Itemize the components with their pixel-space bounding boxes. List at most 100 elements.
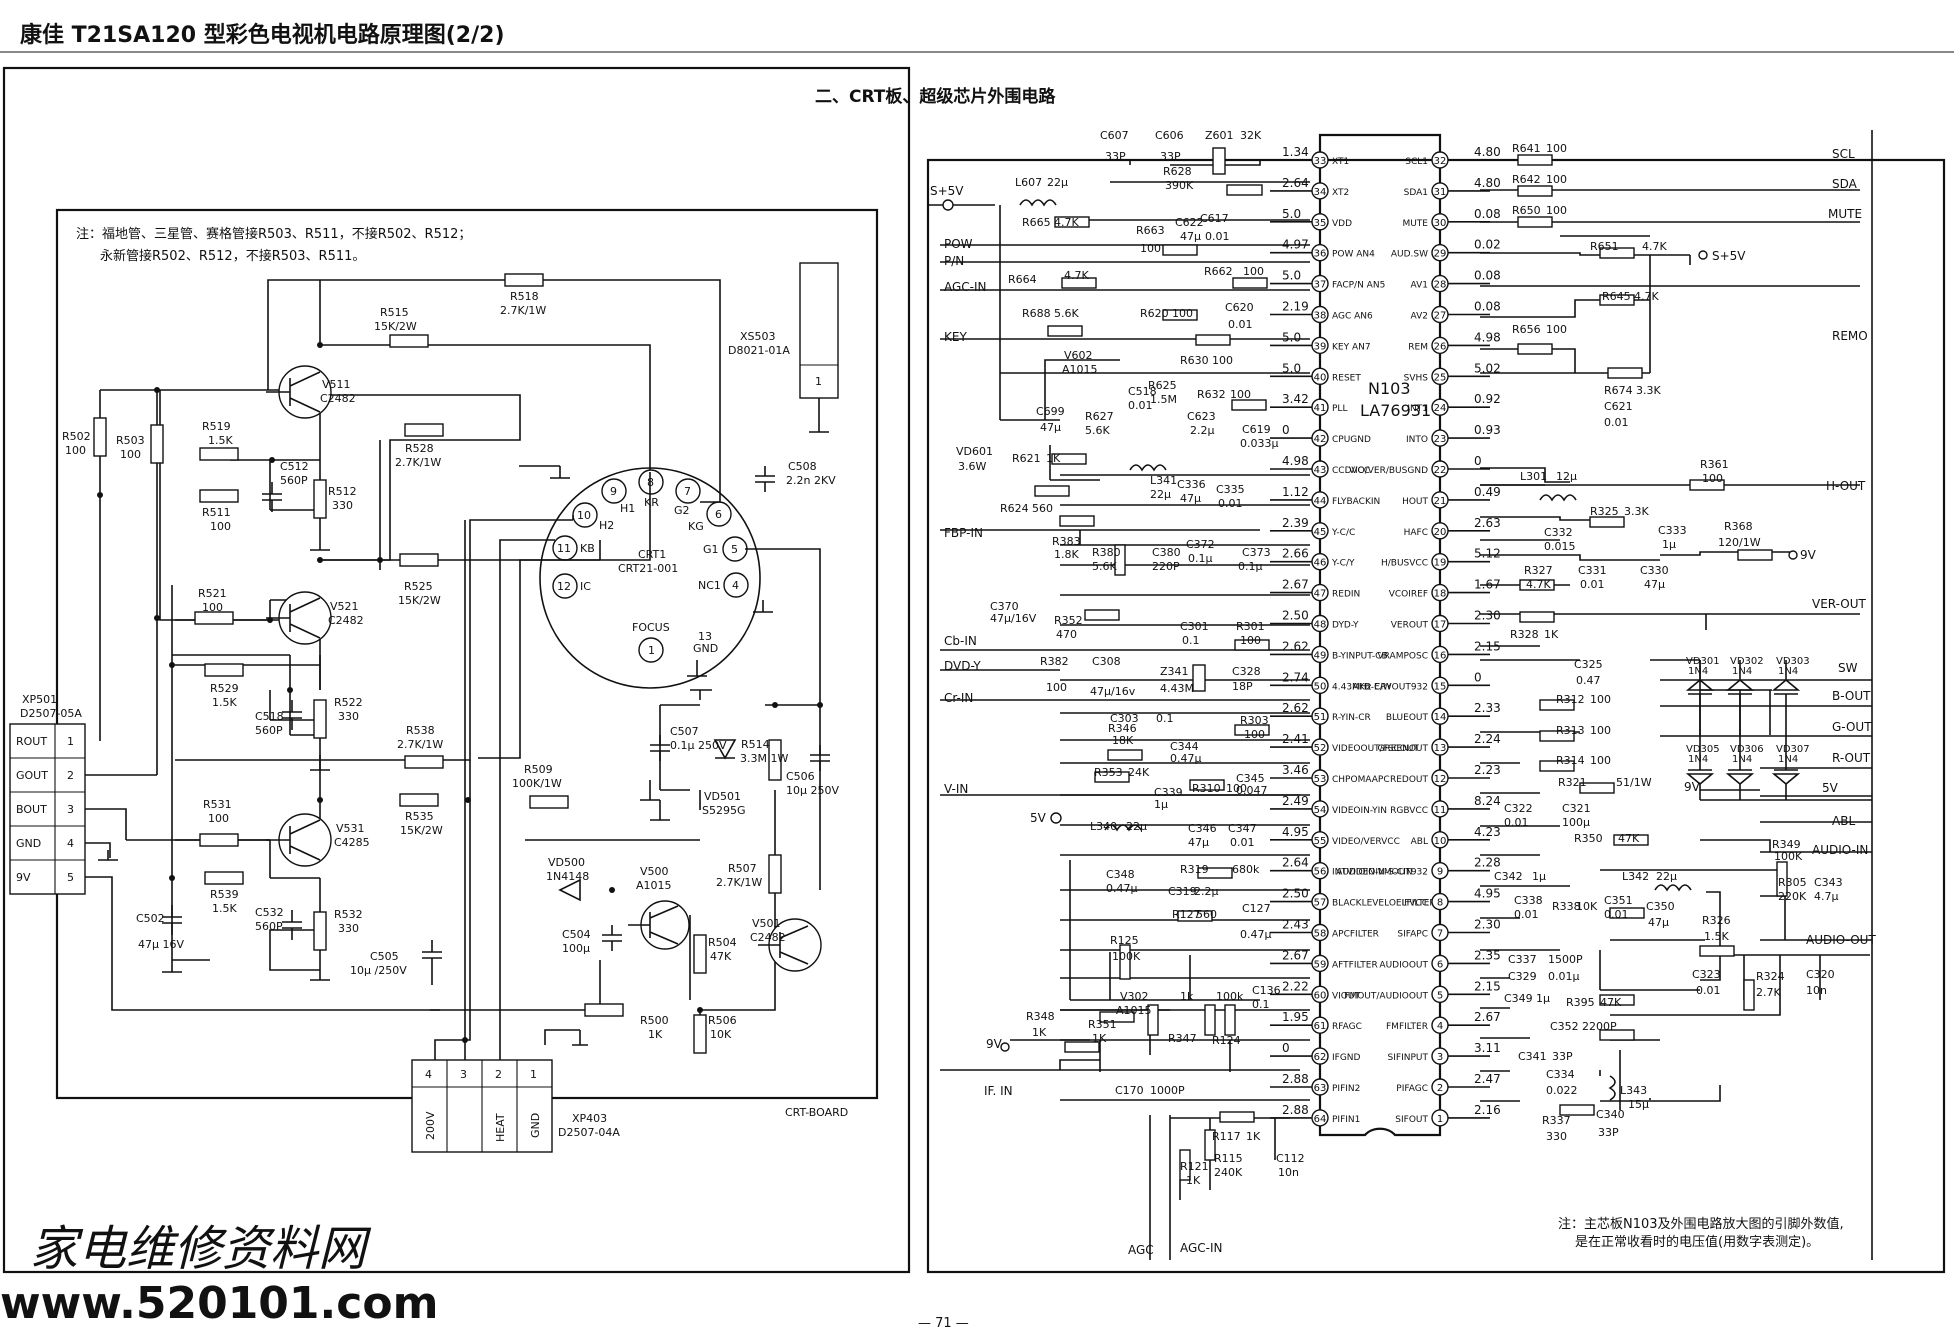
part-label-r115-v: 240K <box>1214 1166 1243 1179</box>
part-label-r688: R688 <box>1022 307 1051 320</box>
ic-pin-name: BLACKLEVELOELFILTER <box>1332 899 1436 909</box>
part-label-c348-v: 0.47μ <box>1106 882 1138 895</box>
s5v-terminal <box>942 199 954 211</box>
svg-text:V531: V531 <box>336 822 365 835</box>
part-label-c328-v: 18P <box>1232 680 1253 693</box>
ic-pin-name: CPUGND <box>1332 435 1371 445</box>
part-label-c303-v: 0.1 <box>1156 712 1174 725</box>
ic-pin-name: SVHS <box>1404 373 1429 383</box>
xp501-row3-label: BOUT <box>16 803 47 816</box>
part-label-r326-v: 1.5K <box>1704 930 1729 943</box>
crt-pin-9 <box>601 478 627 504</box>
svg-text:12: 12 <box>557 580 571 593</box>
ic-pin-name: Y-C/Y <box>1331 559 1355 569</box>
svg-text:VD301: VD301 <box>1686 656 1720 667</box>
svg-text:R507: R507 <box>728 862 757 875</box>
ic-pin-voltage: 2.30 <box>1474 918 1501 932</box>
svg-text:V511: V511 <box>322 378 351 391</box>
part-label-r305-v: 220K <box>1778 890 1807 903</box>
ic-pin-name: R-YIN-CR <box>1332 713 1371 723</box>
svg-text:2.7K/1W: 2.7K/1W <box>716 876 762 889</box>
ic-pin-name: AKB-E/WOUT932 <box>1353 682 1428 692</box>
svg-text:330: 330 <box>332 499 353 512</box>
svg-text:3.3M 1W: 3.3M 1W <box>740 752 788 765</box>
part-label-c373: C373 <box>1242 546 1271 559</box>
part-label-c337-v: 1500P <box>1548 953 1583 966</box>
svg-text:10K: 10K <box>710 1028 732 1041</box>
svg-text:VD307: VD307 <box>1776 744 1810 755</box>
part-label-r346: R346 <box>1108 722 1137 735</box>
part-label-r395-v: 47K <box>1600 996 1622 1009</box>
svg-text:1.5K: 1.5K <box>212 696 237 709</box>
part-label-c321-v: 100μ <box>1562 816 1590 829</box>
part-label-c349-v: 1μ <box>1536 992 1550 1005</box>
ic-pin-voltage: 0.92 <box>1474 392 1501 406</box>
svg-text:V521: V521 <box>330 600 359 613</box>
ic-pin-name: SCL1 <box>1405 157 1428 167</box>
part-label-c303: C303 <box>1110 712 1139 725</box>
ic-pin-number: 42 <box>1314 434 1327 445</box>
part-label-c336-v: 47μ <box>1180 492 1201 505</box>
part-label-v302: V302 <box>1120 990 1149 1003</box>
svg-text:H1: H1 <box>620 502 635 515</box>
part-label-c346: C346 <box>1188 822 1217 835</box>
part-label-l343: L343 <box>1620 1084 1647 1097</box>
ic-pin-number: 3 <box>1437 1052 1443 1063</box>
crt-name: CRT1 <box>638 548 666 561</box>
part-label-r337: R337 <box>1542 1114 1571 1127</box>
ic-pin-name: VIDEO/VERVCC <box>1332 837 1400 847</box>
part-label-r368-v: 120/1W <box>1718 536 1761 549</box>
crt-focus-label: FOCUS <box>632 621 670 634</box>
ic-pin-voltage: 2.64 <box>1282 176 1309 190</box>
xp501-row2-label: GOUT <box>16 769 48 782</box>
svg-text:VD302: VD302 <box>1730 656 1764 667</box>
xp403-pin4: 4 <box>425 1068 432 1081</box>
part-label-c619: C619 <box>1242 423 1271 436</box>
svg-text:VD305: VD305 <box>1686 744 1720 755</box>
ic-pin-name: AUDIOOUT <box>1379 960 1428 970</box>
ic-pin-number: 38 <box>1314 311 1327 322</box>
xp403-label-heat: HEAT <box>494 1113 507 1142</box>
ic-pin-voltage: 2.64 <box>1282 856 1309 870</box>
ic-pin-voltage: 4.95 <box>1474 887 1501 901</box>
part-label-r632-v: 100 <box>1230 388 1251 401</box>
part-label-r347-v: 1k <box>1180 990 1194 1003</box>
part-label-r314-v: 100 <box>1590 754 1611 767</box>
ic-pin-voltage: 3.42 <box>1282 392 1309 406</box>
part-label-r651-v: 4.7K <box>1642 240 1667 253</box>
part-label-c620: C620 <box>1225 301 1254 314</box>
ic-pin-voltage: 0.08 <box>1474 207 1501 221</box>
svg-text:C2482: C2482 <box>320 392 356 405</box>
svg-text:G2: G2 <box>674 504 690 517</box>
sig-sw: SW <box>1838 661 1858 675</box>
ic-pin-number: 45 <box>1314 527 1327 538</box>
sig-b-out: B-OUT <box>1832 689 1871 703</box>
xp403-name: XP403 <box>572 1112 607 1125</box>
ic-pin-name: FMFILTER <box>1386 1022 1428 1032</box>
ic-pin-name: VIO/VER/BUSGND <box>1349 466 1428 476</box>
part-label-r321-v: 51/1W <box>1616 776 1652 789</box>
part-label-v602-v: A1015 <box>1062 363 1098 376</box>
ic-pin-name: POW AN4 <box>1332 250 1375 260</box>
ic-pin-number: 15 <box>1434 681 1447 692</box>
ic-pin-voltage: 2.24 <box>1474 732 1501 746</box>
sig-agc-in: AGC-IN <box>944 280 987 294</box>
part-label-c346-v: 47μ <box>1188 836 1209 849</box>
ic-pin-voltage: 0.08 <box>1474 269 1501 283</box>
xs503-part: D8021-01A <box>728 344 790 357</box>
part-label-c607-v: 33P <box>1105 150 1126 163</box>
ic-pin-number: 22 <box>1434 465 1447 476</box>
part-label-r127-v: 560 <box>1196 908 1217 921</box>
ic-pin-voltage: 0 <box>1282 423 1290 437</box>
part-label-c341-v: 33P <box>1552 1050 1573 1063</box>
ic-pin-name: REDIN <box>1332 590 1360 600</box>
